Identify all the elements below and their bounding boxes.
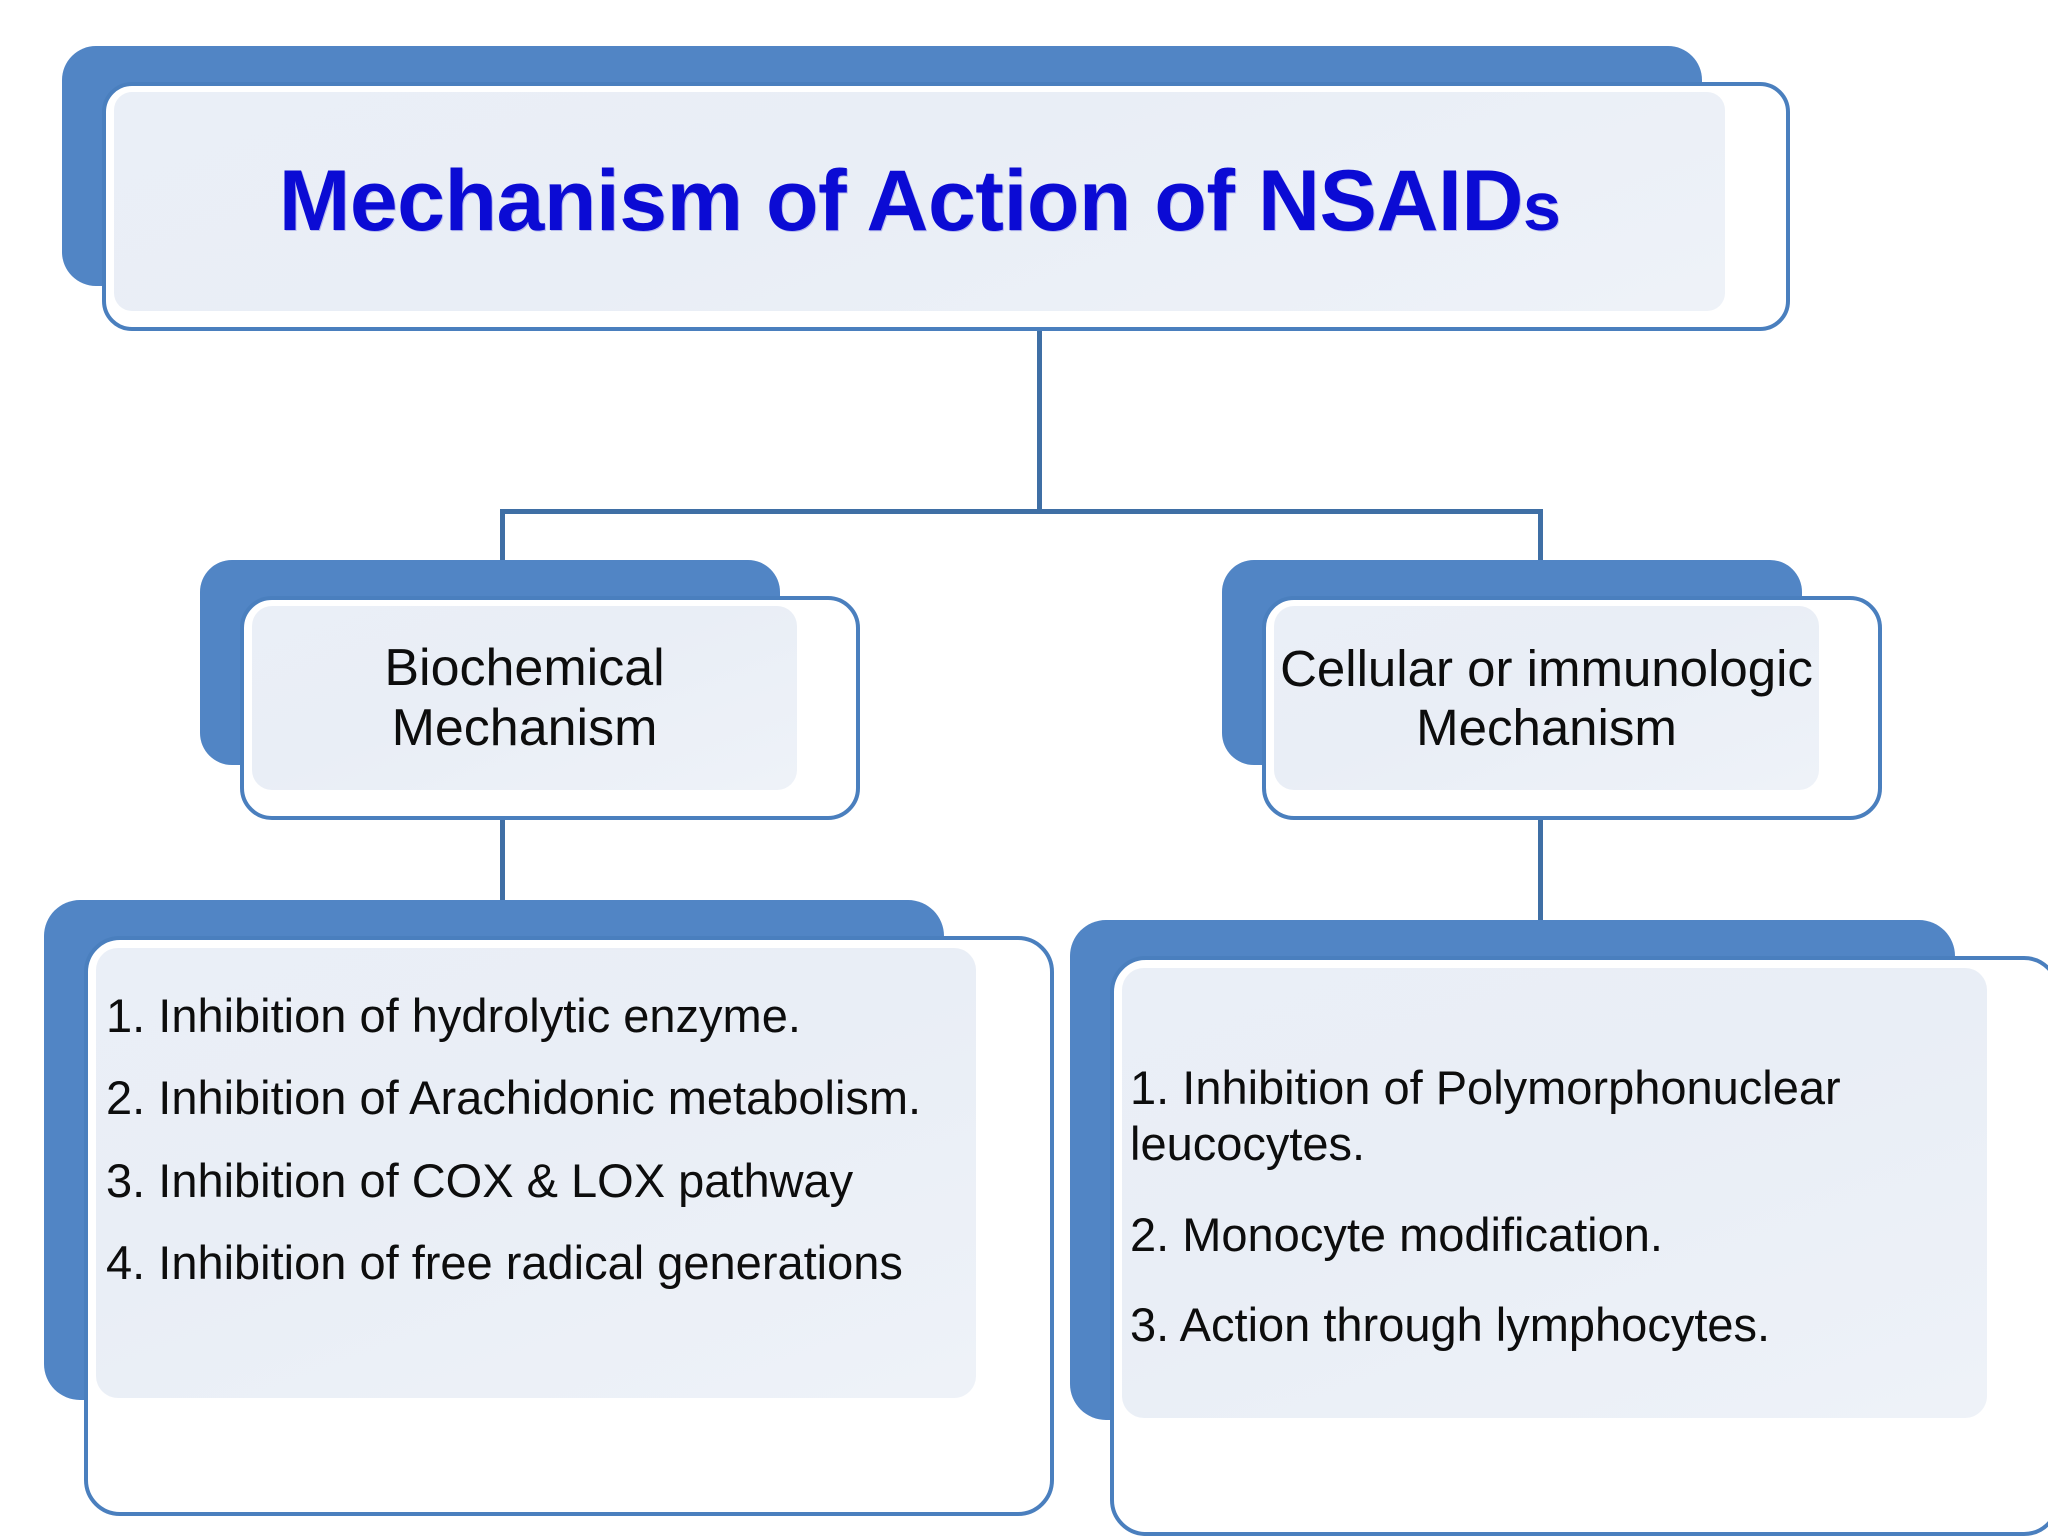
connector-title-trunk [1037,331,1042,513]
title-box-inner: Mechanism of Action of NSAIDs [114,92,1725,311]
list-item: 3. Action through lymphocytes. [1130,1298,1771,1352]
branch-label-biochemical: Biochemical Mechanism [384,638,665,757]
branch-box-cellular: Cellular or immunologic Mechanism [1222,560,1882,820]
detail-box-cellular-inner [1122,968,1987,1418]
list-item: 1. Inhibition of hydrolytic enzyme. [106,989,801,1042]
detail-box-biochemical [44,900,1054,1516]
page-title-suffix: s [1522,169,1561,245]
list-item: 1. Inhibition of Polymorphonuclear leuco… [1130,1061,1841,1171]
list-item: 2. Inhibition of Arachidonic metabolism. [106,1071,922,1125]
title-box: Mechanism of Action of NSAIDs [62,46,1790,331]
page-title: Mechanism of Action of NSAIDs [279,152,1561,251]
list-item: 4. Inhibition of free radical generation… [106,1236,903,1290]
list-item: 3. Inhibition of COX & LOX pathway [106,1153,854,1207]
connector-split-bar [500,509,1543,514]
branch-box-biochemical: Biochemical Mechanism [200,560,860,820]
detail-box-cellular [1070,920,2048,1536]
branch-label-cellular: Cellular or immunologic Mechanism [1280,639,1813,756]
connector-drop-left [500,509,505,599]
detail-list-biochemical: 1. Inhibition of hydrolytic enzyme. 2. I… [106,988,926,1292]
list-item: 2. Monocyte modification. [1130,1207,1663,1261]
connector-right-mid-to-bottom [1538,820,1543,958]
branch-box-cellular-inner: Cellular or immunologic Mechanism [1274,606,1819,790]
detail-list-cellular: 1. Inhibition of Polymorphonuclear leuco… [1130,1060,1980,1388]
branch-box-biochemical-inner: Biochemical Mechanism [252,606,797,790]
connector-drop-right [1538,509,1543,599]
detail-box-biochemical-inner [96,948,976,1398]
connector-left-mid-to-bottom [500,820,505,940]
page-title-main: Mechanism of Action of NSAID [278,153,1524,249]
